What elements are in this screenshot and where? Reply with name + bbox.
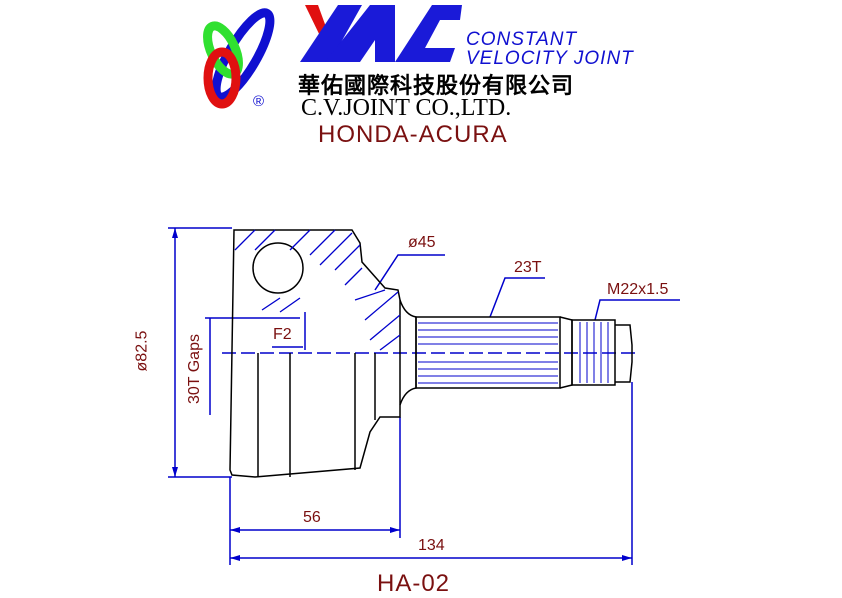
seal-diameter-label: ø45 — [408, 234, 436, 251]
feature-label: F2 — [273, 326, 292, 343]
part-number: HA-02 — [377, 570, 451, 597]
company-chinese: 華佑國際科技股份有限公司 — [298, 73, 575, 99]
length-to-flange-label: 56 — [303, 509, 321, 526]
section-hatching — [234, 229, 401, 351]
dimension-arrows — [172, 228, 632, 561]
inner-spline-label: 30T Gaps — [185, 334, 203, 404]
thread-label: M22x1.5 — [607, 281, 669, 298]
overall-length-label: 134 — [418, 537, 445, 554]
application-title: HONDA-ACURA — [318, 121, 508, 148]
outer-diameter-label: ø82.5 — [133, 330, 151, 372]
yac-logo — [300, 5, 462, 62]
spline-teeth — [418, 322, 609, 384]
tagline-line2: VELOCITY JOINT — [466, 48, 634, 69]
cv-joint-outline — [229, 229, 633, 478]
logo-rings-icon — [203, 8, 275, 109]
registered-mark: ® — [253, 93, 265, 110]
tagline-line1: CONSTANT — [466, 29, 578, 50]
shaft-spline-label: 23T — [514, 259, 542, 276]
company-english: C.V.JOINT CO.,LTD. — [301, 95, 512, 121]
dimension-lines — [168, 227, 680, 565]
